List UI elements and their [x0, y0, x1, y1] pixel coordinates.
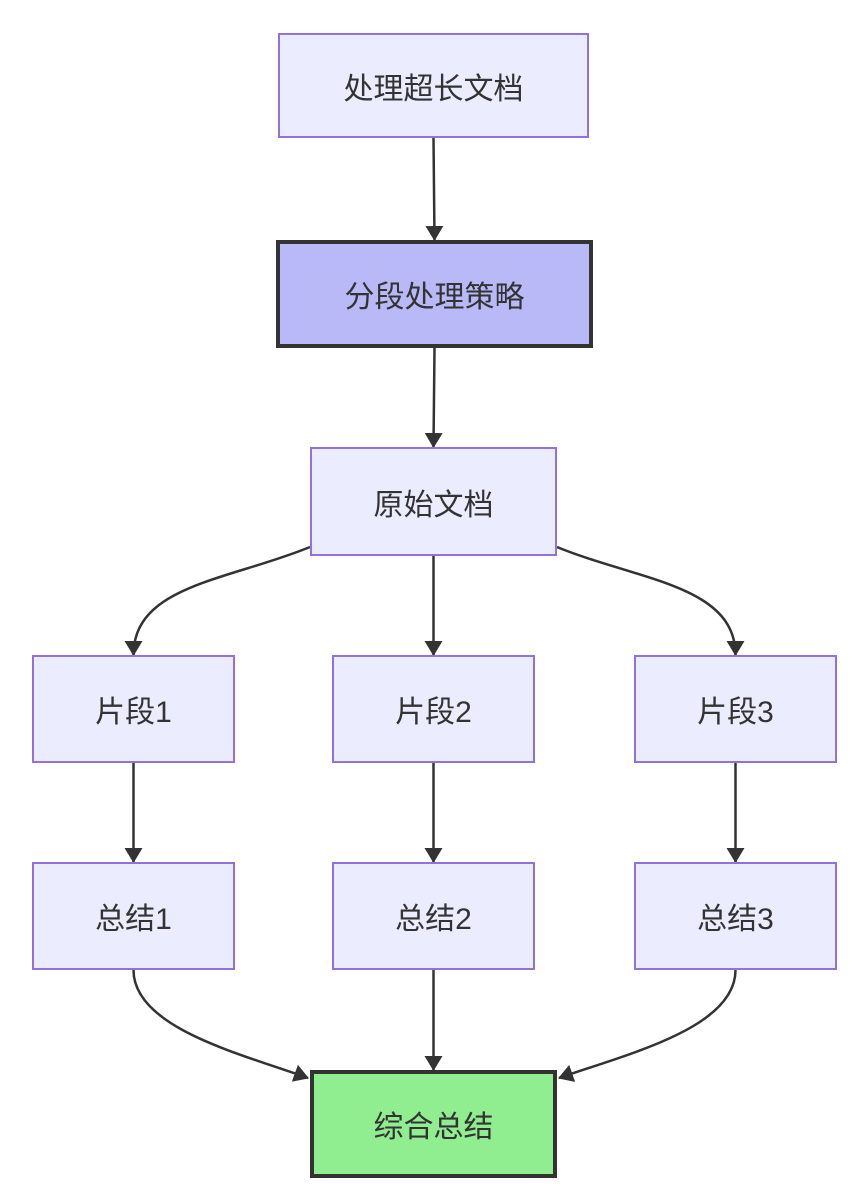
flow-node-sum2: 总结2 — [332, 862, 535, 970]
flow-node-final: 综合总结 — [310, 1070, 557, 1178]
edge-task-strategy — [425, 137, 444, 241]
flow-node-label: 片段2 — [395, 696, 472, 729]
flow-node-sum1: 总结1 — [32, 862, 235, 970]
flow-node-label: 片段1 — [95, 696, 172, 729]
flow-node-doc: 原始文档 — [310, 447, 557, 556]
edge-doc-frag3 — [556, 545, 745, 656]
flow-node-strategy: 分段处理策略 — [276, 240, 593, 348]
edge-doc-frag1 — [124, 545, 311, 656]
flow-node-label: 总结2 — [395, 903, 472, 936]
edge-sum1-final — [132, 969, 309, 1082]
flow-node-sum3: 总结3 — [634, 862, 837, 970]
flow-node-label: 总结3 — [697, 903, 774, 936]
edge-strategy-doc — [424, 347, 443, 448]
flow-node-frag1: 片段1 — [32, 655, 235, 763]
flow-node-label: 综合总结 — [373, 1111, 494, 1144]
flow-node-label: 总结1 — [95, 903, 172, 936]
edge-sum3-final — [558, 969, 737, 1082]
flow-node-label: 片段3 — [697, 696, 774, 729]
flow-node-task: 处理超长文档 — [278, 33, 589, 138]
flow-node-frag2: 片段2 — [332, 655, 535, 763]
flow-node-label: 原始文档 — [373, 488, 494, 522]
flow-node-label: 处理超长文档 — [343, 72, 524, 106]
flow-node-frag3: 片段3 — [634, 655, 837, 763]
flow-node-label: 分段处理策略 — [344, 281, 525, 314]
